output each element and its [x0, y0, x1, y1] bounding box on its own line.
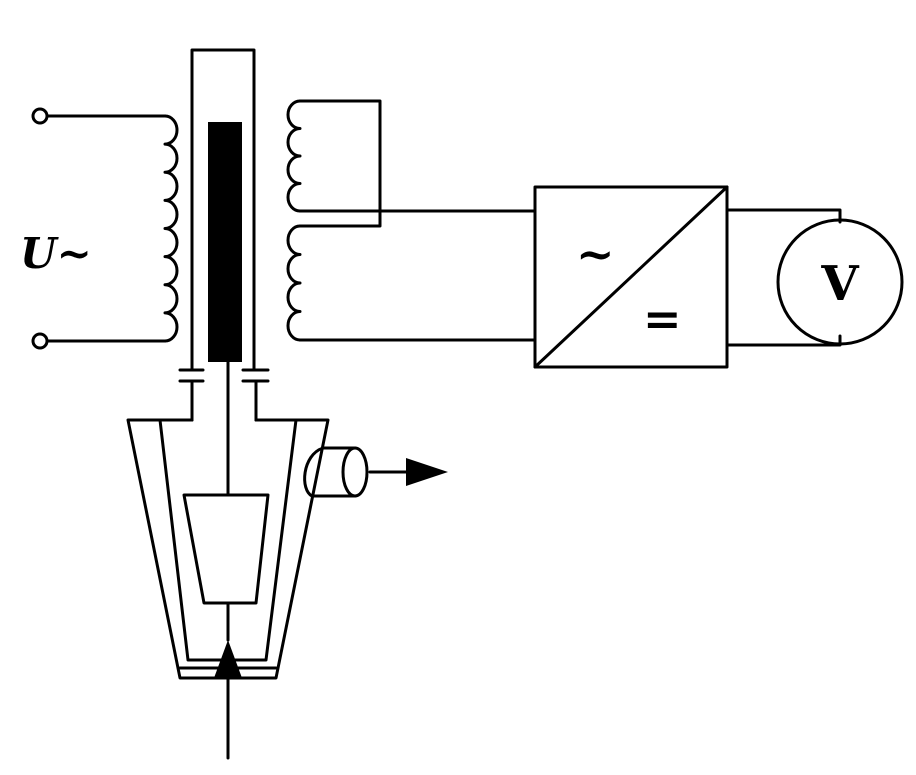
- input-terminal-top: [31, 107, 49, 125]
- voltmeter-label: V: [820, 256, 859, 312]
- inlet-arrow-head: [214, 640, 242, 678]
- ac-dc-converter: ~ =: [533, 185, 729, 369]
- outlet-pipe: [303, 446, 448, 498]
- secondary-coil-lower: [286, 224, 302, 342]
- converter-diagonal: [533, 185, 729, 369]
- primary-coil: [163, 114, 179, 343]
- input-terminals: [31, 107, 167, 350]
- input-voltage-label: U~: [20, 229, 92, 278]
- float-assembly: [182, 360, 270, 642]
- voltmeter: V: [725, 208, 904, 347]
- voltmeter-circle: [776, 218, 904, 346]
- transformer-tube: [178, 48, 270, 422]
- float: [182, 493, 270, 605]
- pipe-opening: [341, 446, 369, 498]
- ac-symbol: ~: [576, 227, 615, 281]
- tube-outline: [190, 48, 256, 372]
- pipe-body: [303, 446, 357, 498]
- converter-box: [533, 185, 729, 369]
- secondary-coil-upper: [286, 99, 302, 213]
- outlet-arrow-head: [406, 458, 448, 486]
- secondary-wiring: [298, 99, 537, 342]
- inlet-flow-arrow: [214, 640, 242, 760]
- vessel-inner: [190, 403, 258, 422]
- dc-symbol: =: [643, 292, 682, 346]
- ferromagnetic-core: [208, 122, 242, 362]
- input-terminal-bottom: [31, 332, 49, 350]
